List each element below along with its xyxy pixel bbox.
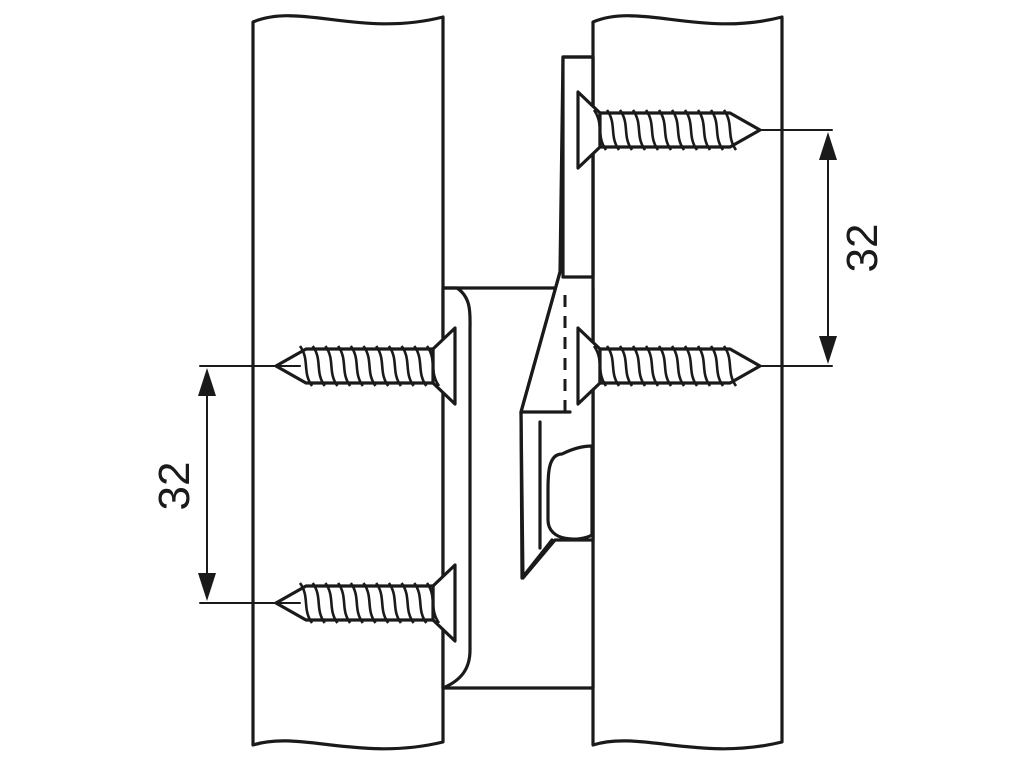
screw-thread bbox=[400, 345, 415, 387]
right-dim-arrow-top bbox=[819, 132, 837, 160]
screw-thread bbox=[375, 582, 390, 624]
right-dim-arrow-bottom bbox=[819, 336, 837, 364]
left-dim-arrow-top bbox=[198, 368, 216, 396]
screw-thread bbox=[311, 582, 326, 624]
screw-thread bbox=[387, 345, 402, 387]
screw-thread bbox=[631, 345, 647, 387]
right-dimension-label: 32 bbox=[838, 224, 887, 273]
screw-thread bbox=[644, 109, 660, 151]
screw-thread bbox=[670, 345, 686, 387]
right-panel bbox=[591, 14, 784, 751]
screw-thread bbox=[670, 109, 686, 151]
screw-thread bbox=[324, 345, 339, 387]
screw-thread bbox=[324, 582, 339, 624]
left-dim-arrow-bottom bbox=[198, 573, 216, 601]
screw-thread bbox=[362, 345, 377, 387]
screw-thread bbox=[349, 582, 364, 624]
right-dimension: 32 bbox=[759, 129, 887, 367]
screw-thread bbox=[425, 345, 441, 387]
screw-thread bbox=[349, 345, 364, 387]
screw-left-bottom bbox=[274, 563, 457, 643]
screw-thread bbox=[709, 345, 725, 387]
right-hook-plate bbox=[519, 55, 595, 580]
screw-thread bbox=[375, 345, 390, 387]
slot-hole bbox=[546, 444, 594, 541]
screw-thread bbox=[683, 345, 699, 387]
screw-thread bbox=[605, 109, 621, 151]
screw-thread bbox=[337, 582, 352, 624]
screw-thread bbox=[657, 109, 673, 151]
screw-thread bbox=[644, 345, 660, 387]
screw-thread bbox=[709, 109, 725, 151]
left-dimension-label: 32 bbox=[150, 462, 199, 511]
screw-thread bbox=[696, 345, 712, 387]
screw-thread bbox=[722, 345, 738, 387]
screw-right-bottom bbox=[576, 326, 762, 406]
screw-thread bbox=[387, 582, 402, 624]
screw-thread bbox=[400, 582, 415, 624]
screw-thread bbox=[696, 109, 712, 151]
screw-thread bbox=[683, 109, 699, 151]
screw-thread bbox=[657, 345, 673, 387]
screw-left-top bbox=[274, 326, 457, 406]
left-panel bbox=[251, 14, 445, 751]
screw-thread bbox=[311, 345, 326, 387]
screw-thread bbox=[425, 582, 441, 624]
screw-thread bbox=[592, 345, 608, 387]
screw-thread bbox=[362, 582, 377, 624]
screw-thread bbox=[722, 109, 738, 151]
screw-thread bbox=[592, 109, 608, 151]
left-dimension: 32 bbox=[150, 365, 301, 604]
screw-thread bbox=[631, 109, 647, 151]
screw-thread bbox=[605, 345, 621, 387]
screw-thread bbox=[298, 345, 314, 387]
screw-thread bbox=[337, 345, 352, 387]
screw-thread bbox=[618, 345, 634, 387]
screw-right-top bbox=[576, 90, 762, 170]
screw-thread bbox=[413, 582, 428, 624]
screw-thread bbox=[298, 582, 314, 624]
screw-thread bbox=[413, 345, 428, 387]
screw-thread bbox=[618, 109, 634, 151]
